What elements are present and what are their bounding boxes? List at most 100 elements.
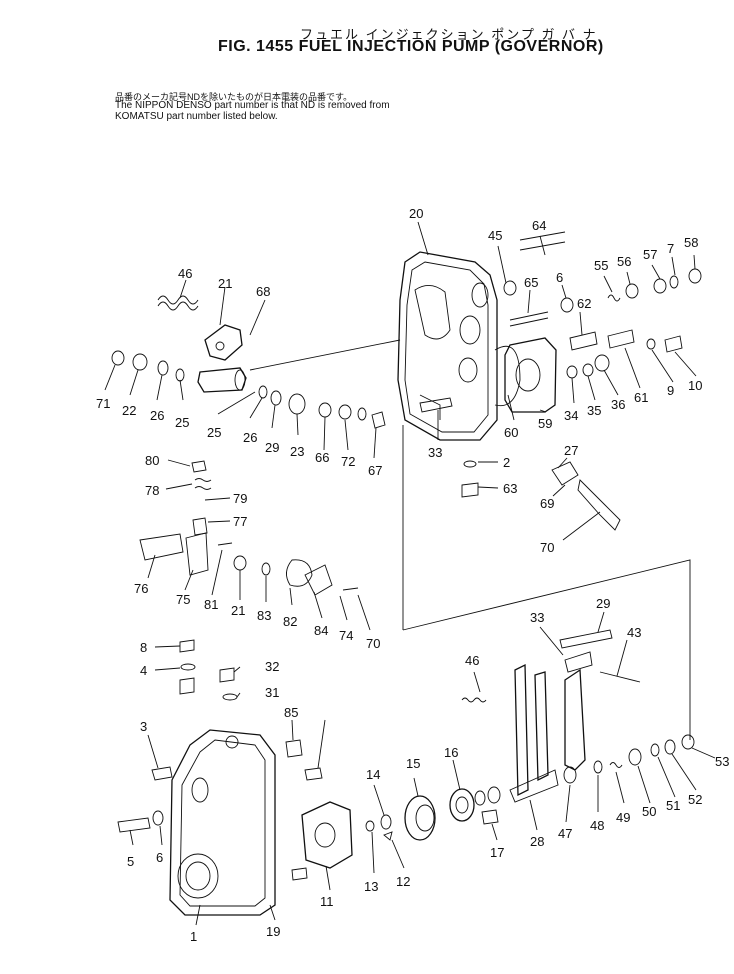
callout-3: 3 [140,719,147,734]
callout-67: 68 [256,284,270,299]
shaft-25 [197,367,247,393]
shaft-axis-line [249,339,401,371]
callout-66: 67 [368,463,382,478]
callout-62: 63 [503,481,517,496]
callout-22: 21 [218,276,232,291]
callout-29b: 29 [596,596,610,611]
callout-68: 69 [540,496,554,511]
callout-33: 33 [530,610,544,625]
note-line-2: KOMATSU part number listed below. [115,111,278,122]
callout-8: 8 [140,640,147,655]
callout-27: 27 [564,443,578,458]
callout-1: 1 [190,929,197,944]
callout-2: 2 [503,455,510,470]
callout-31: 31 [265,685,279,700]
callout-14: 14 [366,767,380,782]
callout-82: 83 [257,608,271,623]
callout-75: 76 [134,581,148,596]
pump-housing-1 [169,729,276,916]
bearing-16 [449,788,475,822]
callout-6a: 6 [556,270,563,285]
note-line-1: The NIPPON DENSO part number is that ND … [115,100,390,111]
callout-28: 28 [530,834,544,849]
spring-45 [157,295,199,311]
callout-58: 59 [538,416,552,431]
callout-23: 22 [122,403,136,418]
callout-80: 81 [204,597,218,612]
callout-34: 33 [428,445,442,460]
callout-48: 48 [590,818,604,833]
callout-78: 79 [233,491,247,506]
callout-53: 53 [715,754,729,769]
callout-69: 70 [366,636,380,651]
small-parts [111,231,702,881]
callout-65: 66 [315,450,329,465]
callout-25b: 25 [207,425,221,440]
callout-29a: 29 [265,440,279,455]
sleeve-15 [404,795,436,841]
callout-81: 82 [283,614,297,629]
callout-47: 47 [558,826,572,841]
callout-60: 61 [634,390,648,405]
callout-72: 72 [341,454,355,469]
callout-43: 43 [627,625,641,640]
callout-73: 74 [339,628,353,643]
callout-59: 60 [504,425,518,440]
figure-title: FIG. 1455 FUEL INJECTION PUMP (GOVERNOR) [218,38,604,55]
callout-24: 23 [290,444,304,459]
callout-84: 85 [284,705,298,720]
callout-49: 49 [616,810,630,825]
callout-46: 46 [465,653,479,668]
callout-55: 56 [617,254,631,269]
lever-22 [204,324,243,361]
callout-74: 75 [176,592,190,607]
callout-9: 9 [667,383,674,398]
lever-28 [509,663,559,803]
callout-44: 45 [488,228,502,243]
callout-16: 16 [444,745,458,760]
callout-35: 34 [564,408,578,423]
bolt-34 [419,397,453,413]
callout-57: 58 [684,235,698,250]
callout-5: 5 [127,854,134,869]
callout-19: 19 [266,924,280,939]
weight-holder-11 [301,801,353,869]
note-japanese: 品番のメーカ記号NDを除いたものが日本電装の品番です。 [115,92,353,102]
callout-77: 78 [145,483,159,498]
callout-71: 71 [96,396,110,411]
callout-21: 21 [231,603,245,618]
callout-70: 70 [540,540,554,555]
callout-54: 55 [594,258,608,273]
lever-47 [563,668,586,784]
callout-26b: 26 [243,430,257,445]
callout-15: 15 [406,756,420,771]
callout-76: 77 [233,514,247,529]
callout-64: 65 [524,275,538,290]
callout-45: 46 [178,266,192,281]
callout-26a: 26 [150,408,164,423]
header: フュエル インジェクション ポンプ ガ バ ナ FIG. 1455 FUEL I… [0,0,734,130]
callout-63: 64 [532,218,546,233]
callout-6b: 6 [156,850,163,865]
callout-13: 13 [364,879,378,894]
callout-36: 35 [587,403,601,418]
callout-20: 20 [409,206,423,221]
callout-labels: 46 21 68 71 22 26 25 25 26 29 23 66 72 6… [96,206,729,944]
callout-83: 84 [314,623,328,638]
callout-4: 4 [140,663,147,678]
callout-32: 32 [265,659,279,674]
callout-11: 11 [320,894,334,909]
callout-37: 36 [611,397,625,412]
callout-10: 10 [688,378,702,393]
governor-housing-20 [397,251,498,441]
callout-61: 62 [577,296,591,311]
callout-7: 7 [667,241,674,256]
cover-plate-58 [494,337,557,413]
callout-25a: 25 [175,415,189,430]
callout-12: 12 [396,874,410,889]
callout-56: 57 [643,247,657,262]
callout-17: 17 [490,845,504,860]
callout-52: 52 [688,792,702,807]
callout-50: 50 [642,804,656,819]
